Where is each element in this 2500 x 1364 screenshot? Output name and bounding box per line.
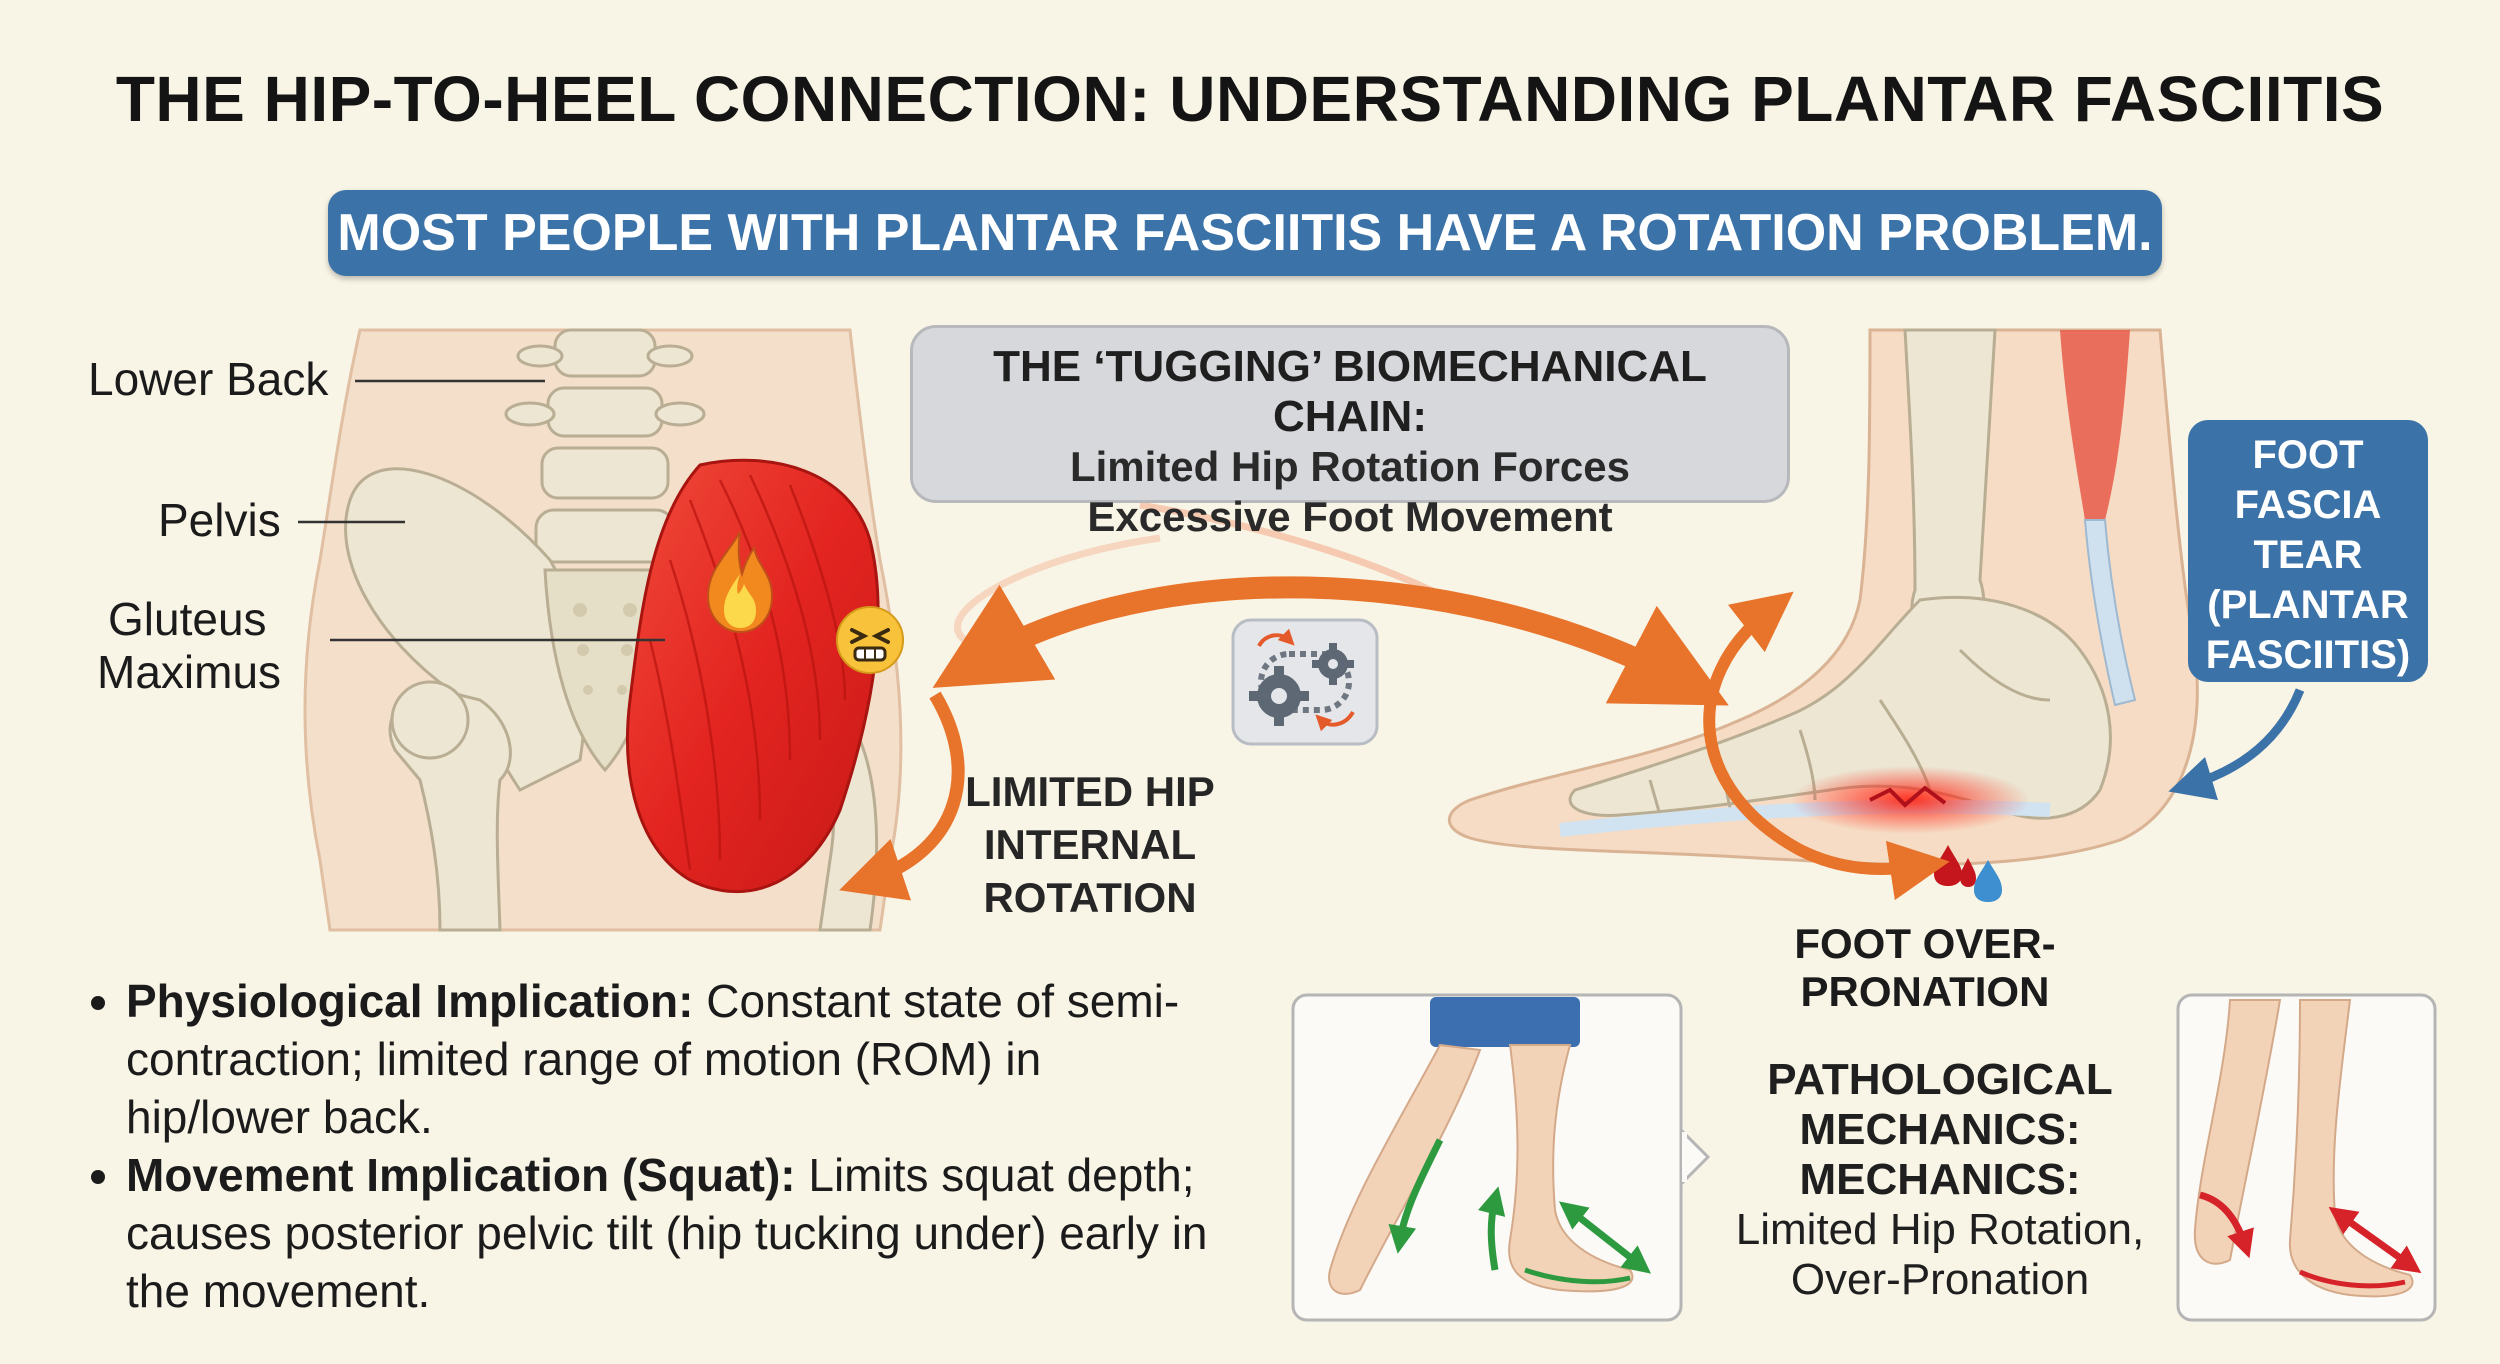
fascia-pointer-arrow (2168, 688, 2305, 801)
label-leaders (298, 379, 665, 642)
over-pronation-label: FOOT OVER-PRONATION (1794, 920, 2056, 1015)
hip-rotation-arrow (839, 691, 965, 901)
pathological-mechanics: PATHOLOGICAL MECHANICS: MECHANICS: Limit… (1680, 1055, 2200, 1305)
page-title: THE HIP-TO-HEEL CONNECTION: UNDERSTANDIN… (115, 63, 2385, 135)
bullet-lead: Physiological Implication: (126, 975, 694, 1027)
bullet-lead: Movement Implication (Squat): (126, 1149, 796, 1201)
label-pelvis: Pelvis (158, 494, 281, 546)
fascia-line-1: FOOT (2252, 433, 2364, 477)
fascia-line-2: FASCIA (2234, 483, 2382, 527)
achilles-tendon (2083, 519, 2137, 707)
strain-face-icon (836, 606, 904, 674)
patho-heading-3: MECHANICS: (1799, 1155, 2081, 1204)
chain-line-2: Excessive Foot Movement (1087, 493, 1613, 540)
chain-title: THE ‘TUGGING’ BIOMECHANICAL CHAIN: (993, 342, 1707, 441)
list-item: Movement Implication (Squat): Limits squ… (126, 1146, 1230, 1320)
fascia-line-3: TEAR (2253, 533, 2363, 577)
fascia-tear-callout: FOOT FASCIA TEAR (PLANTAR FASCIITIS) (2188, 420, 2428, 682)
chain-line-1: Limited Hip Rotation Forces (1069, 443, 1631, 490)
list-item: Physiological Implication: Constant stat… (126, 972, 1230, 1146)
gait-panel-left (1291, 993, 1711, 1322)
patho-text-1: Limited Hip Rotation, (1735, 1205, 2145, 1254)
hip-rotation-line-2: INTERNAL (983, 821, 1197, 868)
hip-illustration (298, 328, 965, 932)
gait-panel-right (2176, 993, 2437, 1322)
biomechanical-chain-arrow (932, 501, 1729, 746)
bullet-text: Limits squat depth; causes posterior pel… (126, 1149, 1208, 1317)
hip-rotation-label: LIMITED HIP INTERNAL ROTATION (940, 765, 1240, 924)
pronation-arrow (1703, 591, 1950, 901)
sacral-foramina (573, 603, 637, 695)
patho-heading-2: MECHANICS: (1799, 1105, 2081, 1154)
hip-rotation-line-3: ROTATION (983, 874, 1197, 921)
gear-chain-icon (1231, 618, 1379, 746)
fire-icon (706, 531, 774, 634)
label-lower-back: Lower Back (88, 353, 329, 405)
patho-heading-1: PATHOLOGICAL (1767, 1055, 2113, 1104)
calf-muscle (2060, 330, 2130, 520)
gluteus-maximus (626, 458, 880, 894)
bullet-text: Constant state of semi-contraction; limi… (126, 975, 1180, 1143)
patho-text-2: Over-Pronation (1790, 1255, 2090, 1304)
hip-rotation-line-1: LIMITED HIP (965, 768, 1215, 815)
headline-banner: MOST PEOPLE WITH PLANTAR FASCIITIS HAVE … (328, 190, 2162, 276)
chain-callout: THE ‘TUGGING’ BIOMECHANICAL CHAIN: Limit… (910, 325, 1790, 540)
label-maximus: Maximus (97, 646, 282, 698)
foot-illustration (1447, 328, 2305, 902)
fascia-line-4: (PLANTAR (2207, 583, 2409, 627)
fascia-line-5: FASCIITIS) (2205, 633, 2411, 677)
implications-list: Physiological Implication: Constant stat… (70, 972, 1230, 1320)
label-gluteus: Gluteus (108, 593, 267, 645)
